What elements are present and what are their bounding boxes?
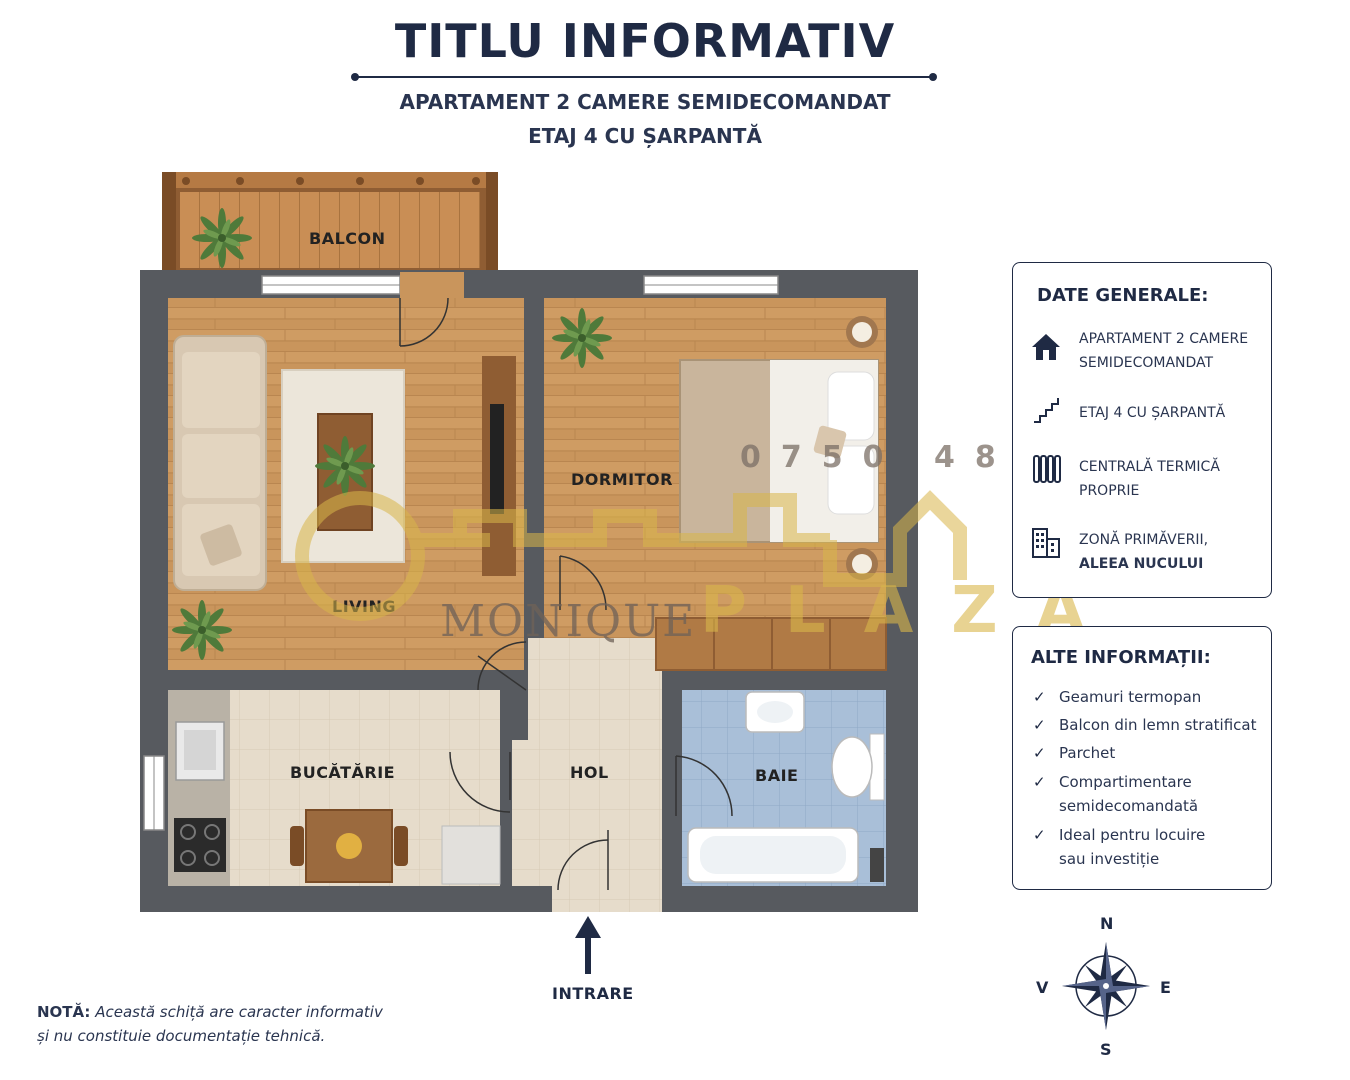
general-info-title: DATE GENERALE:	[1037, 285, 1209, 306]
general-item-4: ZONĂ PRIMĂVERII, ALEEA NUCULUI	[1079, 532, 1209, 572]
room-label-hol: HOL	[570, 763, 609, 782]
other-item-3: ✓ Parchet	[1033, 741, 1263, 765]
hall-floor	[528, 638, 662, 886]
compass-north: N	[1100, 914, 1114, 933]
room-label-bucatarie: BUCĂTĂRIE	[290, 763, 396, 782]
door-swings	[399, 272, 733, 891]
room-label-dormitor: DORMITOR	[571, 470, 673, 489]
note-line-1: Această schiță are caracter informativ	[95, 1003, 383, 1021]
balcony	[162, 172, 498, 270]
watermark-brand-1: MONIQUE	[440, 596, 697, 647]
check-icon: ✓	[1033, 773, 1046, 791]
title-divider	[351, 73, 937, 81]
radiator-icon	[1033, 455, 1061, 483]
subtitle-line-1: APARTAMENT 2 CAMERE SEMIDECOMANDAT	[399, 90, 891, 114]
other-item-4: ✓ Compartimentare semidecomandată	[1033, 770, 1263, 818]
check-icon: ✓	[1033, 688, 1046, 706]
other-item-1: ✓ Geamuri termopan	[1033, 685, 1263, 709]
note-line-2: și nu constituie documentație tehnică.	[37, 1027, 326, 1045]
check-icon: ✓	[1033, 744, 1046, 762]
general-item-1: APARTAMENT 2 CAMERE SEMIDECOMANDAT	[1079, 331, 1249, 371]
stairs-icon	[1034, 398, 1059, 423]
other-item-5: ✓ Ideal pentru locuire sau investiție	[1033, 823, 1263, 871]
note-label: NOTĂ:	[37, 1003, 91, 1021]
compass-rose-icon	[1062, 942, 1150, 1030]
entrance-arrow-icon	[575, 916, 601, 974]
other-info-title: ALTE INFORMAȚII:	[1031, 647, 1211, 668]
compass-west: V	[1036, 978, 1049, 997]
check-icon: ✓	[1033, 716, 1046, 734]
other-info-panel: ALTE INFORMAȚII: ✓ Geamuri termopan ✓ Ba…	[1012, 626, 1272, 890]
bedroom-furniture	[552, 308, 879, 580]
kitchen-furniture	[168, 690, 501, 886]
subtitle-line-2: ETAJ 4 CU ȘARPANTĂ	[528, 124, 762, 148]
watermark-logo-icon	[295, 490, 967, 621]
house-icon	[1032, 334, 1060, 360]
general-item-3: CENTRALĂ TERMICĂ PROPRIE	[1079, 459, 1220, 499]
compass-south: S	[1100, 1040, 1112, 1059]
page-title: TITLU INFORMATIV	[394, 14, 896, 68]
room-label-baie: BAIE	[755, 766, 799, 785]
general-item-2: ETAJ 4 CU ȘARPANTĂ	[1079, 405, 1226, 421]
check-icon: ✓	[1033, 826, 1046, 844]
entrance-gap	[552, 886, 662, 912]
compass-east: E	[1160, 978, 1171, 997]
room-label-balcon: BALCON	[309, 229, 386, 248]
bath-furniture	[687, 691, 885, 883]
building-icon	[1032, 528, 1060, 558]
general-info-panel: DATE GENERALE: APARTAMENT 2 CAMERE SEMID…	[1012, 262, 1272, 598]
windows	[143, 275, 779, 831]
disclaimer-note: NOTĂ: Această schiță are caracter inform…	[37, 1000, 457, 1048]
entrance-label: INTRARE	[552, 984, 634, 1003]
other-item-2: ✓ Balcon din lemn stratificat	[1033, 713, 1263, 737]
